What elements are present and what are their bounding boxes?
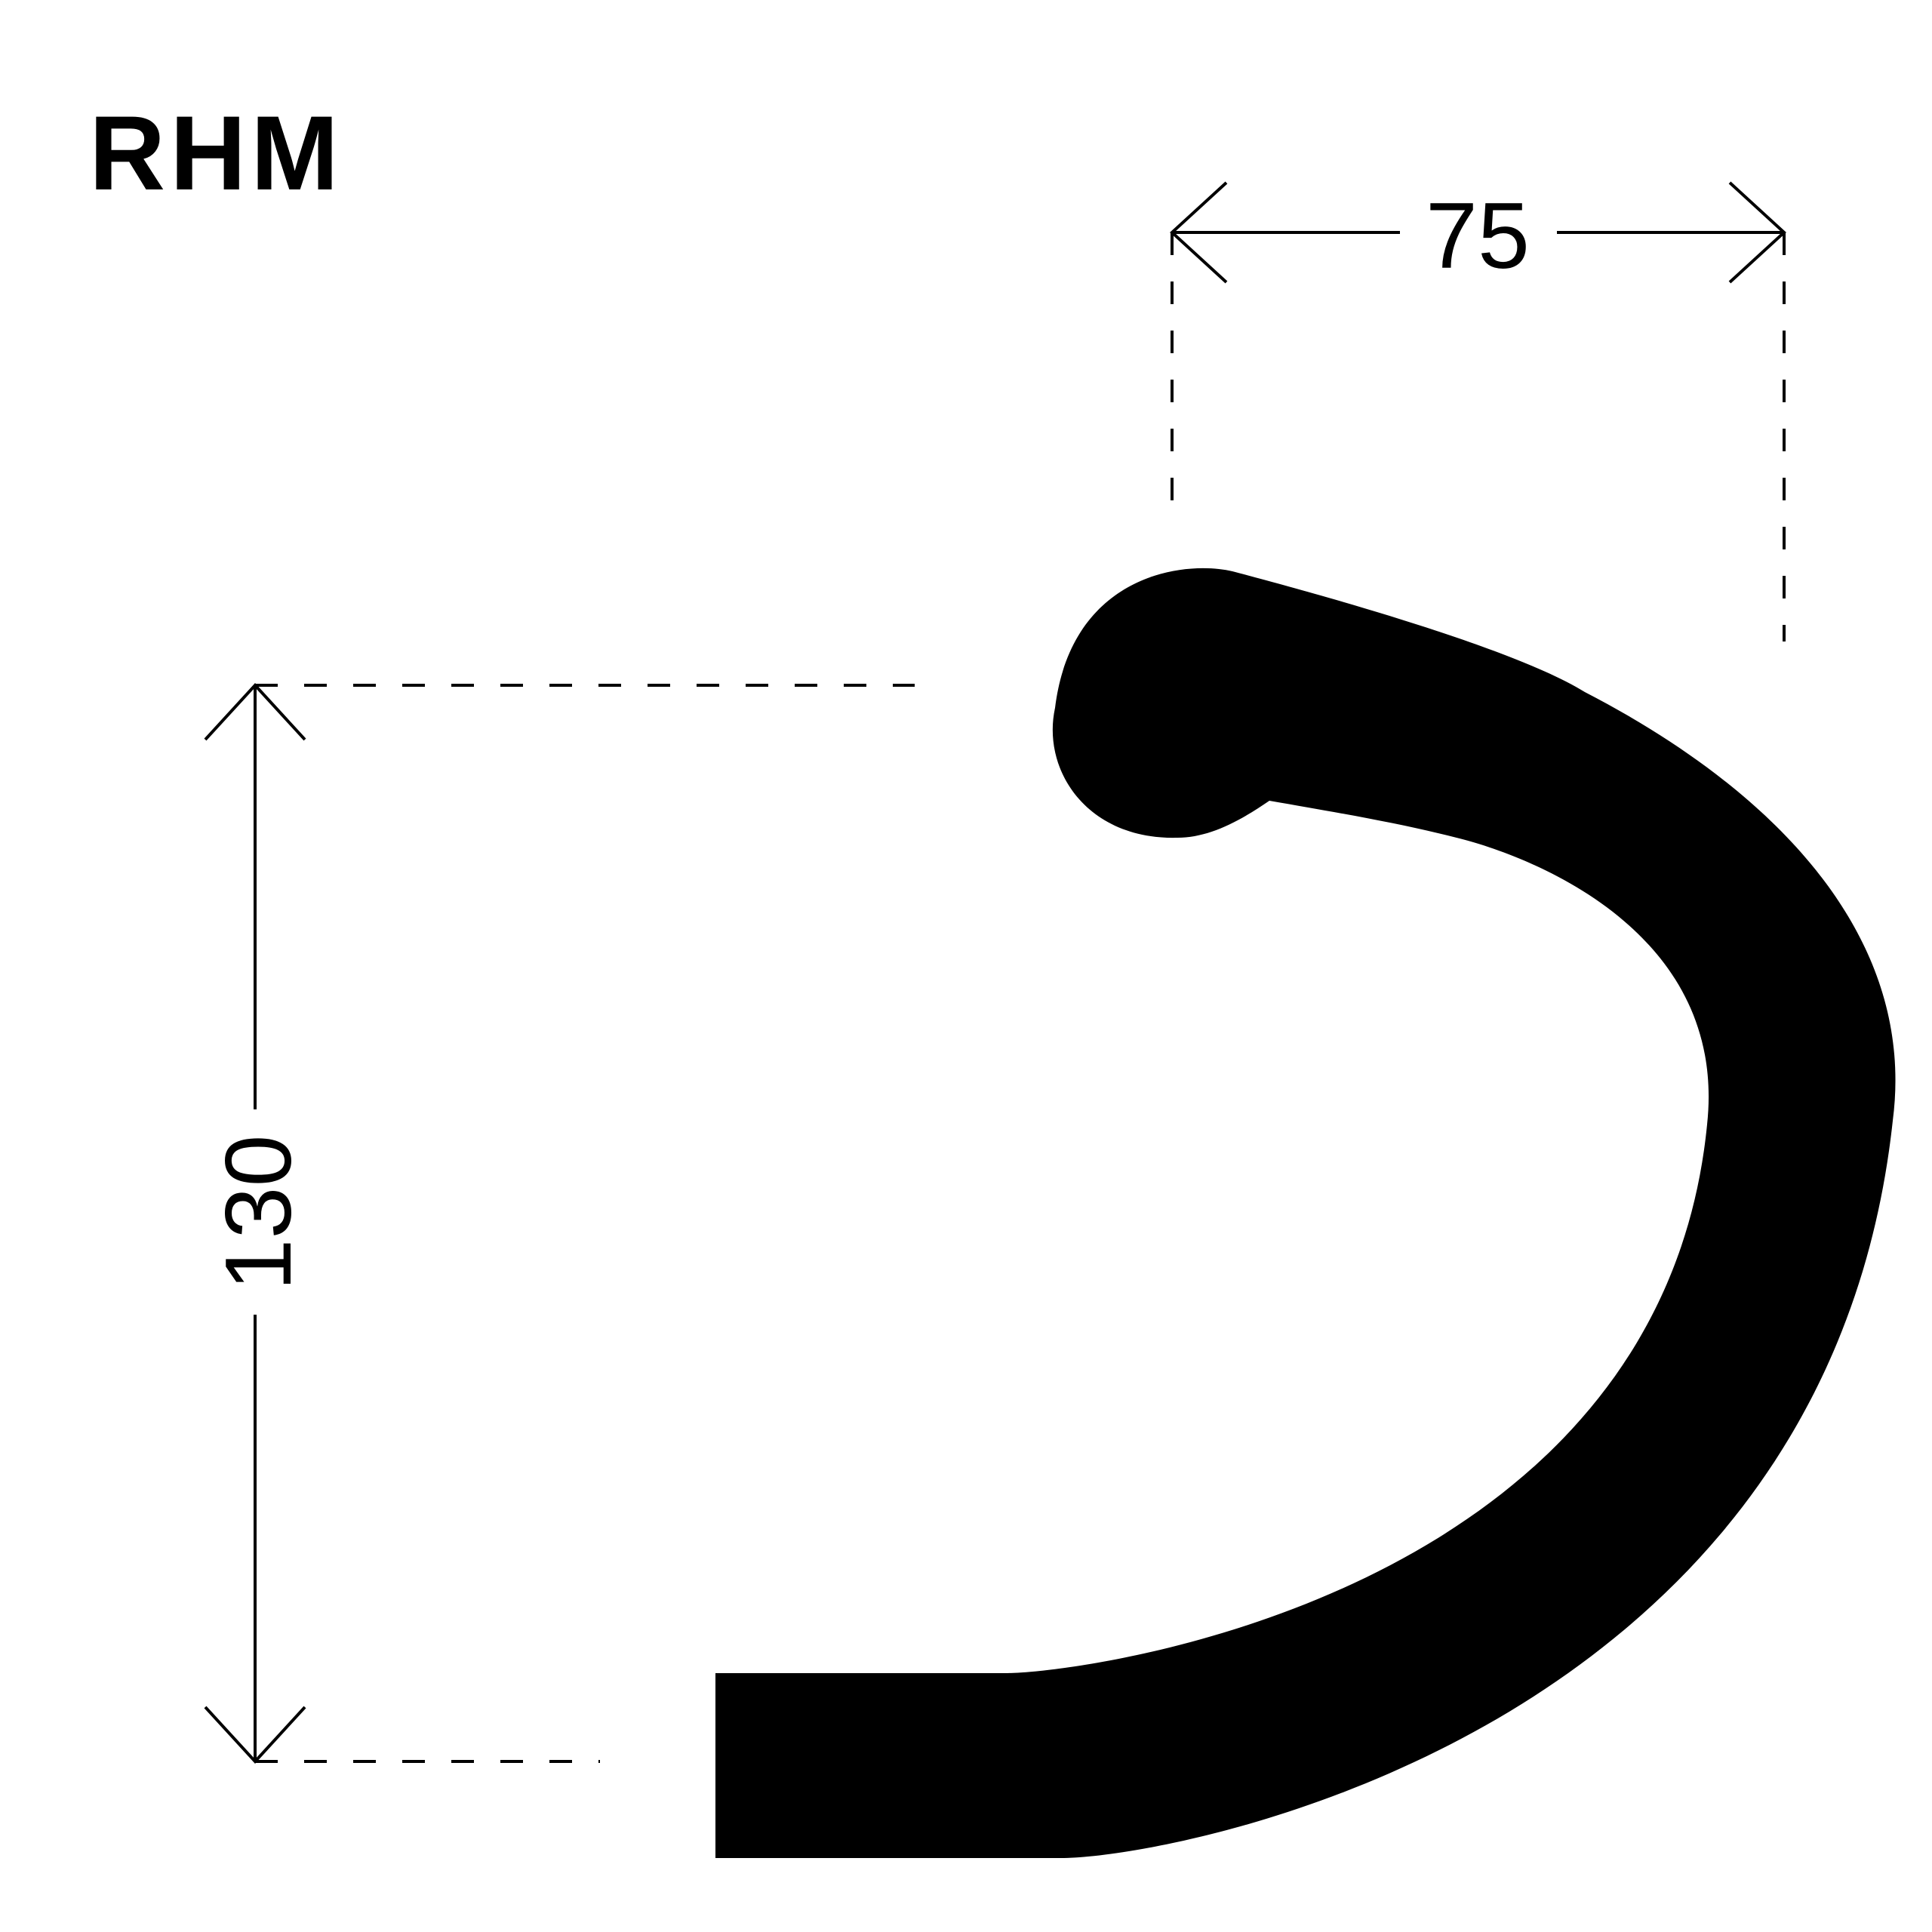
handlebar-drop-shape — [715, 568, 1896, 1858]
reach-dimension: 75 — [1170, 181, 1786, 641]
drop-arrow-bottom-icon — [204, 1706, 306, 1764]
reach-arrow-right-icon — [1728, 181, 1786, 284]
drop-arrow-top-icon — [204, 683, 306, 741]
drop-dimension: 130 — [204, 683, 915, 1764]
drop-value-label: 130 — [207, 1135, 311, 1291]
reach-value-label: 75 — [1426, 184, 1530, 288]
rhm-logo: RHM — [89, 94, 343, 212]
reach-arrow-left-icon — [1170, 181, 1228, 284]
